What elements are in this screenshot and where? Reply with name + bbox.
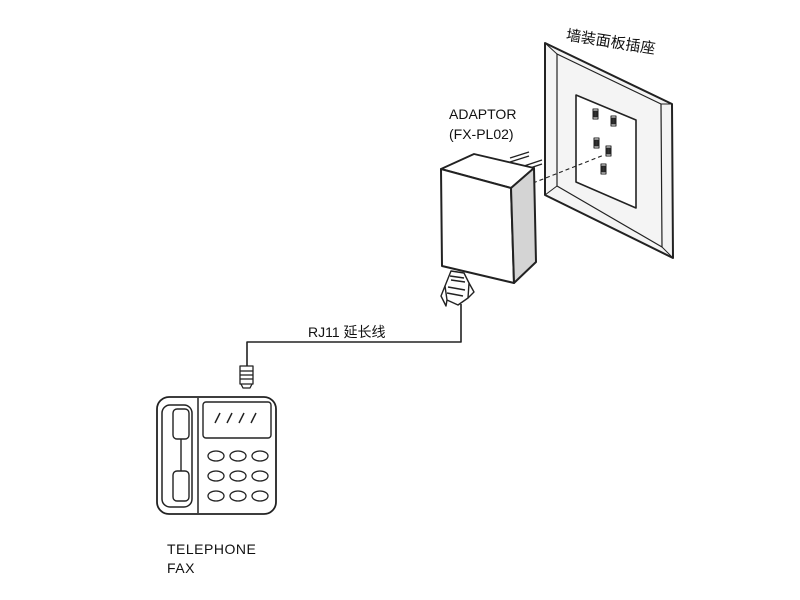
plug-guide-line — [532, 154, 605, 184]
device-label-line1: TELEPHONE — [167, 541, 257, 557]
rj11-plug-phone — [239, 365, 254, 389]
device-label-line2: FAX — [167, 560, 195, 576]
phone-keypad — [207, 450, 269, 502]
adaptor-name-label: ADAPTOR — [449, 106, 517, 122]
rj11-jack-adaptor — [440, 270, 475, 307]
device-label: TELEPHONE FAX — [167, 540, 256, 578]
adaptor-device — [440, 151, 543, 284]
rj11-cable — [246, 304, 462, 366]
adaptor-label: ADAPTOR (FX-PL02) — [449, 104, 516, 144]
adaptor-model-label: (FX-PL02) — [449, 126, 514, 142]
socket-holes — [592, 108, 617, 175]
cable-label: RJ11 延长线 — [308, 324, 386, 340]
